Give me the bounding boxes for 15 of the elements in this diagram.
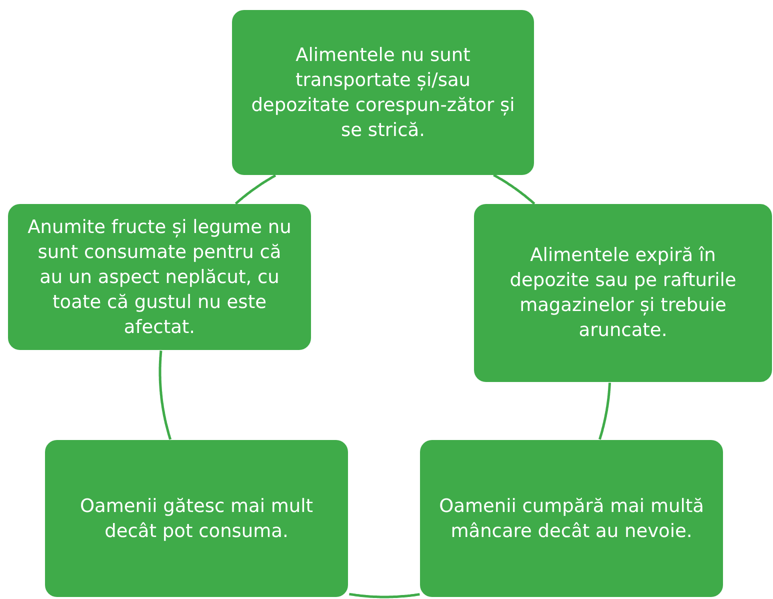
connector-arc [493,174,536,205]
process-box [474,204,772,382]
connector-arc [349,592,420,598]
box-text: Oamenii gătesc mai mult decât pot consuma. [78,494,314,544]
connector-arc [234,174,276,205]
process-box [232,10,534,175]
box-text: Alimentele expiră în depozite sau pe rafturile magazinelor și trebuie aruncate. [508,244,738,343]
process-box [45,440,348,597]
connector-arc [158,350,172,440]
box-text: Anumite fructe și legume nu sunt consumate pentru că au un aspect neplăcut, cu toate că gustul nu este afectat. [26,216,292,340]
connector-arc [598,382,611,440]
box-text: Oamenii cumpără mai multă mâncare decât au nevoie. [438,494,705,544]
box-text: Alimentele nu sunt transportate și/sau depozitate corespun-zător și se strică. [250,44,516,142]
process-box [8,204,311,350]
process-box [420,440,723,597]
